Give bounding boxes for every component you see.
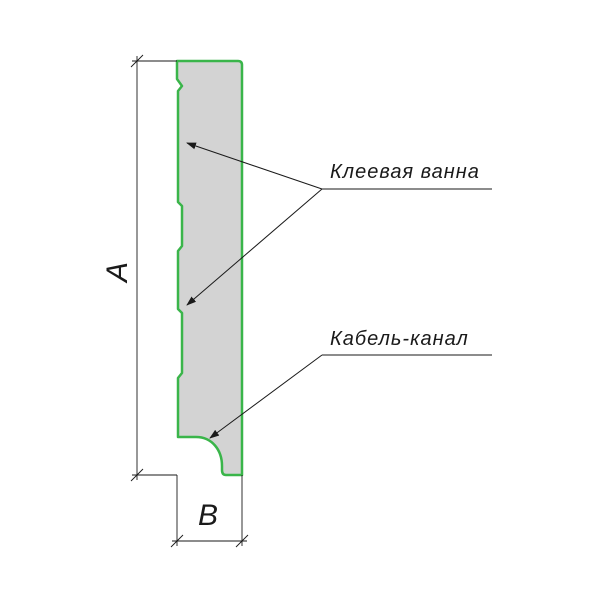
dimension-b-label: B (198, 499, 218, 532)
leader-cable-channel (209, 354, 492, 439)
dimension-a-label: A (101, 262, 134, 284)
dimension-a (130, 54, 177, 482)
profile-section (175, 59, 244, 477)
dimension-b (170, 475, 249, 548)
leader-glue-bath (186, 142, 492, 306)
callout-glue-bath-label: Клеевая ванна (330, 161, 480, 183)
callout-cable-channel-label: Кабель-канал (330, 328, 469, 350)
